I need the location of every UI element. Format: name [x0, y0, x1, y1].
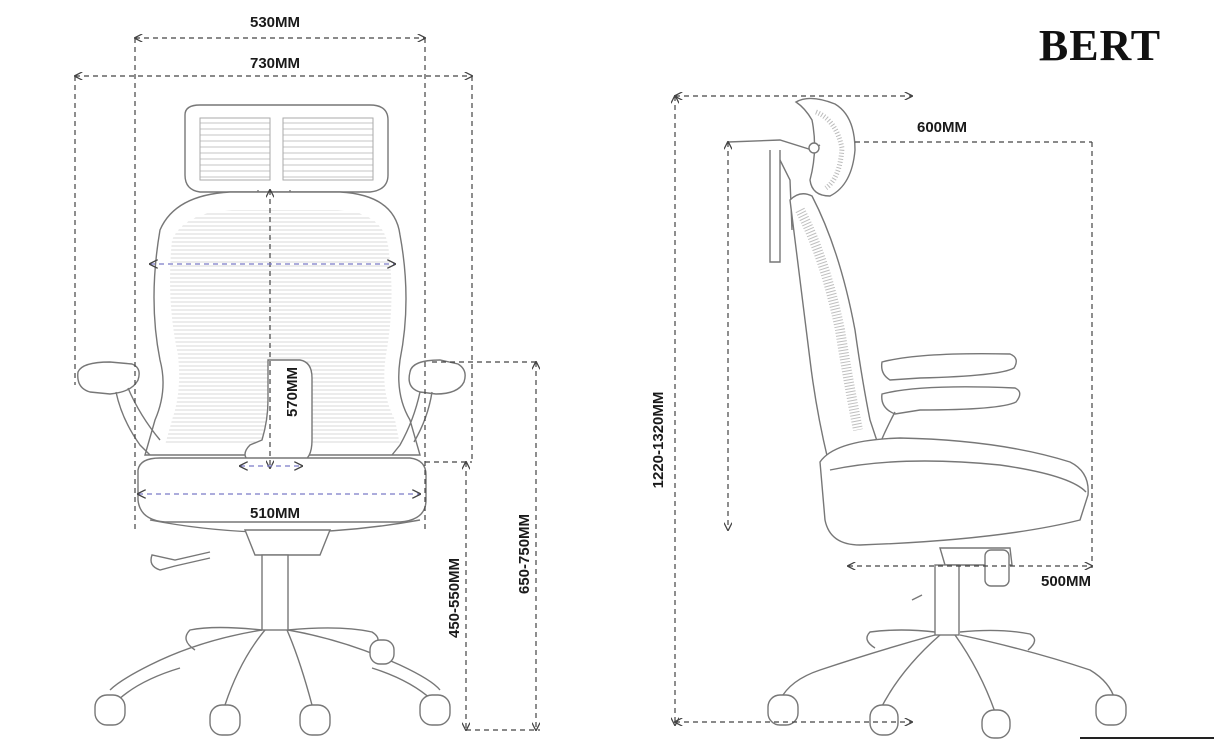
side-view-chair: [727, 97, 1127, 739]
dim-overall-height-label: 1220-1320MM: [650, 392, 667, 489]
caster-wheel: [869, 704, 899, 736]
dim-arm-height-label: 650-750MM: [516, 514, 533, 594]
product-name: BERT: [1038, 21, 1162, 70]
dim-600-label: 600MM: [917, 119, 967, 136]
dim-510-label: 510MM: [250, 505, 300, 522]
caster-wheel: [981, 709, 1011, 739]
dim-500-label: 500MM: [1041, 573, 1091, 590]
side-dimension-lines: [675, 96, 1214, 739]
front-view-chair: [77, 104, 466, 736]
caster-wheel: [767, 694, 799, 726]
dim-730-label: 730MM: [250, 55, 300, 72]
caster-wheel: [299, 704, 331, 736]
dim-570-label: 570MM: [284, 367, 301, 417]
caster-wheel: [369, 639, 395, 665]
caster-wheel: [94, 694, 126, 726]
caster-wheel: [419, 694, 451, 726]
caster-wheel: [1095, 694, 1127, 726]
caster-wheel: [209, 704, 241, 736]
dim-530-label: 530MM: [250, 14, 300, 31]
front-dimension-lines: [75, 38, 540, 730]
dim-seat-height-label: 450-550MM: [446, 558, 463, 638]
